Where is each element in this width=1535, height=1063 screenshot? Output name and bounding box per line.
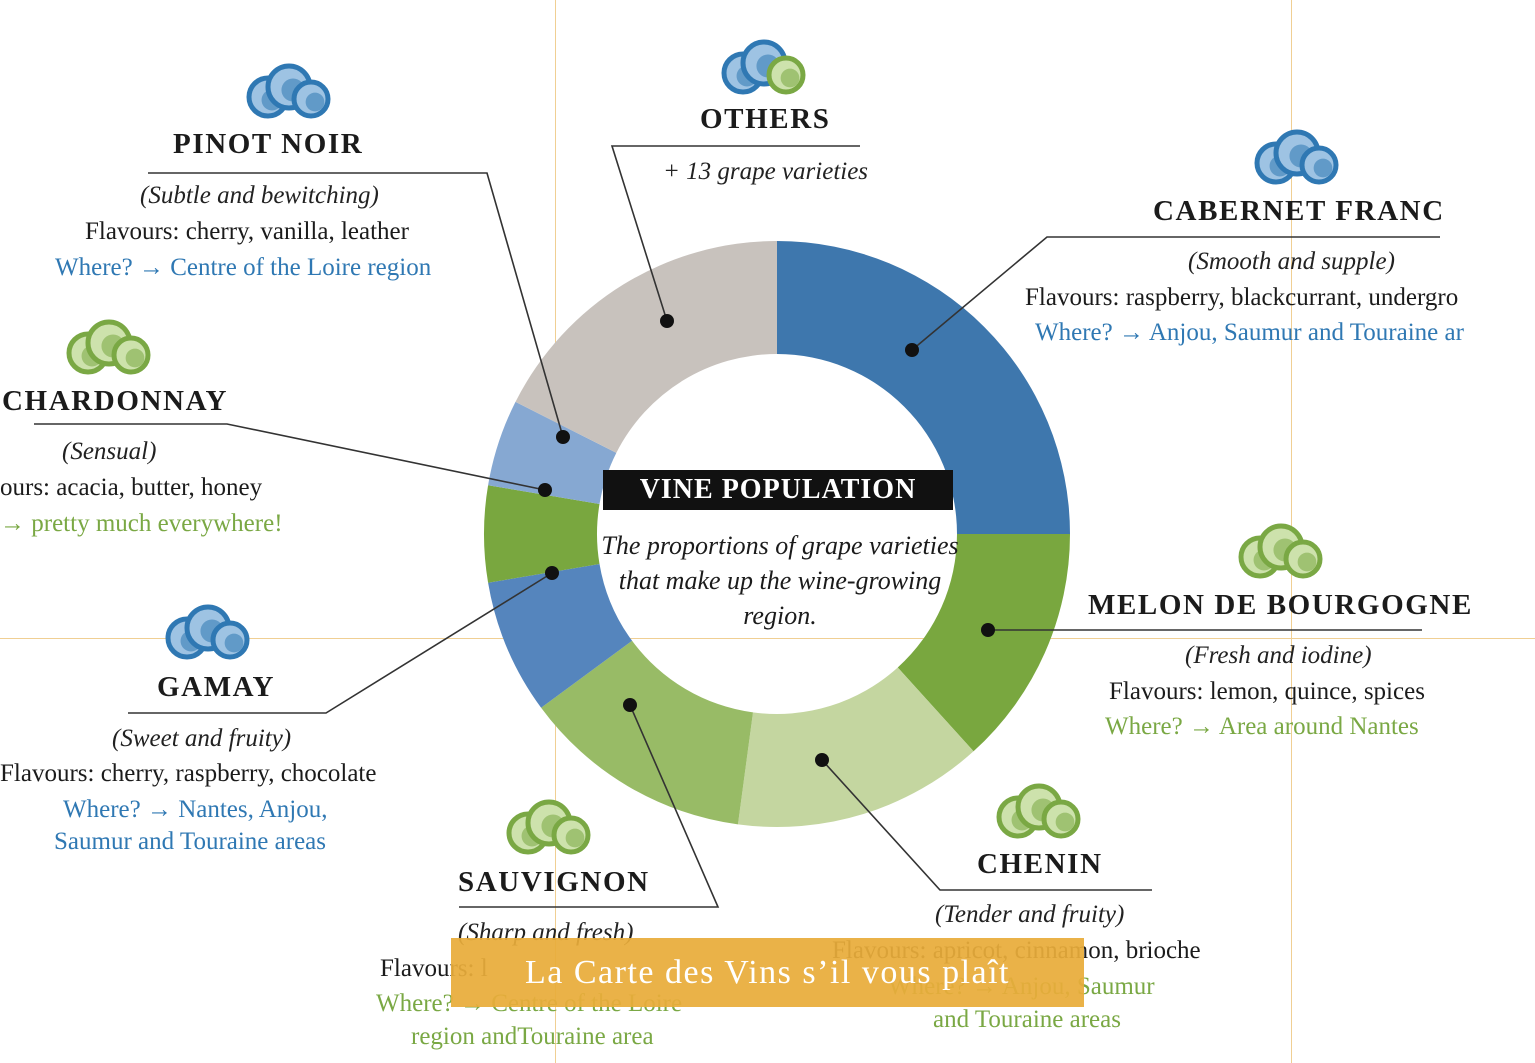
others-slice <box>515 241 777 453</box>
cabernet-franc-where: Where? → Anjou, Saumur and Touraine ar <box>1035 319 1464 346</box>
cabernet-leader-line <box>911 236 1440 351</box>
cabernet-marker-dot <box>905 343 919 357</box>
pinot-noir-name: PINOT NOIR <box>173 128 364 160</box>
others-leader-line <box>610 145 860 322</box>
sauvignon-leader-line <box>459 704 720 908</box>
chardonnay-grape-icon <box>66 319 151 375</box>
melon-marker-dot <box>981 623 995 637</box>
pinot-marker-dot <box>556 430 570 444</box>
others-grape-icon <box>721 39 806 95</box>
others-name: OTHERS <box>700 103 831 135</box>
sauvignon-slice <box>541 640 754 825</box>
sauvignon-grape-icon <box>506 799 591 855</box>
gamay-flavours: Flavours: cherry, raspberry, chocolate <box>0 760 377 787</box>
melon-de-bourgogne-name: MELON DE BOURGOGNE <box>1088 589 1473 621</box>
chenin-slice <box>737 667 974 827</box>
chardonnay-name: CHARDONNAY <box>2 385 228 417</box>
gamay-name: GAMAY <box>157 671 276 703</box>
chardonnay-slice <box>484 485 600 583</box>
chardonnay-marker-dot <box>538 483 552 497</box>
gamay-marker-dot <box>545 566 559 580</box>
pinot-slice <box>488 401 617 505</box>
melon-grape-icon <box>1238 523 1323 579</box>
chenin-name: CHENIN <box>977 848 1103 880</box>
sauvignon-name: SAUVIGNON <box>458 866 650 898</box>
pinot-noir-flavours: Flavours: cherry, vanilla, leather <box>85 218 409 245</box>
cabernet-slice <box>777 241 1070 534</box>
guide-line-horizontal <box>0 638 1535 639</box>
chart-title: VINE POPULATION <box>603 470 953 510</box>
cabernet-franc-description: (Smooth and supple) <box>1188 248 1395 275</box>
cabernet-grape-icon <box>1254 129 1339 185</box>
chenin-marker-dot <box>815 753 829 767</box>
melon-de-bourgogne-flavours: Flavours: lemon, quince, spices <box>1109 678 1425 705</box>
chenin-where-line2: and Touraine areas <box>933 1006 1121 1033</box>
pinot-leader-line <box>148 172 564 438</box>
melon-slice <box>897 534 1070 752</box>
cabernet-franc-flavours: Flavours: raspberry, blackcurrant, under… <box>1025 284 1459 311</box>
pinot-grape-icon <box>246 63 331 119</box>
chardonnay-description: (Sensual) <box>62 438 157 465</box>
chenin-description: (Tender and fruity) <box>935 901 1125 928</box>
gamay-where-line2: Saumur and Touraine areas <box>54 828 326 855</box>
others-description: + 13 grape varieties <box>663 158 869 185</box>
pinot-noir-description: (Subtle and bewitching) <box>140 182 379 209</box>
gamay-where-line1: Where? → Nantes, Anjou, <box>63 796 328 823</box>
melon-de-bourgogne-description: (Fresh and iodine) <box>1185 642 1372 669</box>
sauvignon-marker-dot <box>623 698 637 712</box>
chardonnay-where: → pretty much everywhere! <box>0 510 283 537</box>
gamay-description: (Sweet and fruity) <box>112 725 292 752</box>
melon-de-bourgogne-where: Where? → Area around Nantes <box>1105 713 1419 740</box>
chardonnay-flavours: ours: acacia, butter, honey <box>0 474 263 501</box>
gamay-grape-icon <box>165 604 250 660</box>
others-marker-dot <box>660 314 674 328</box>
chenin-grape-icon <box>996 783 1081 839</box>
chardonnay-leader-line <box>34 423 546 491</box>
pinot-noir-where: Where? → Centre of the Loire region <box>55 254 432 281</box>
cabernet-franc-name: CABERNET FRANC <box>1153 195 1445 227</box>
gamay-leader-line <box>128 572 553 714</box>
chenin-leader-line <box>821 759 1152 891</box>
wine-list-banner: La Carte des Vins s’il vous plaît <box>451 938 1084 1007</box>
chart-subtitle: The proportions of grape varieties that … <box>601 531 959 630</box>
gamay-slice <box>488 563 633 708</box>
sauvignon-where-line2: region andTouraine area <box>411 1023 654 1050</box>
